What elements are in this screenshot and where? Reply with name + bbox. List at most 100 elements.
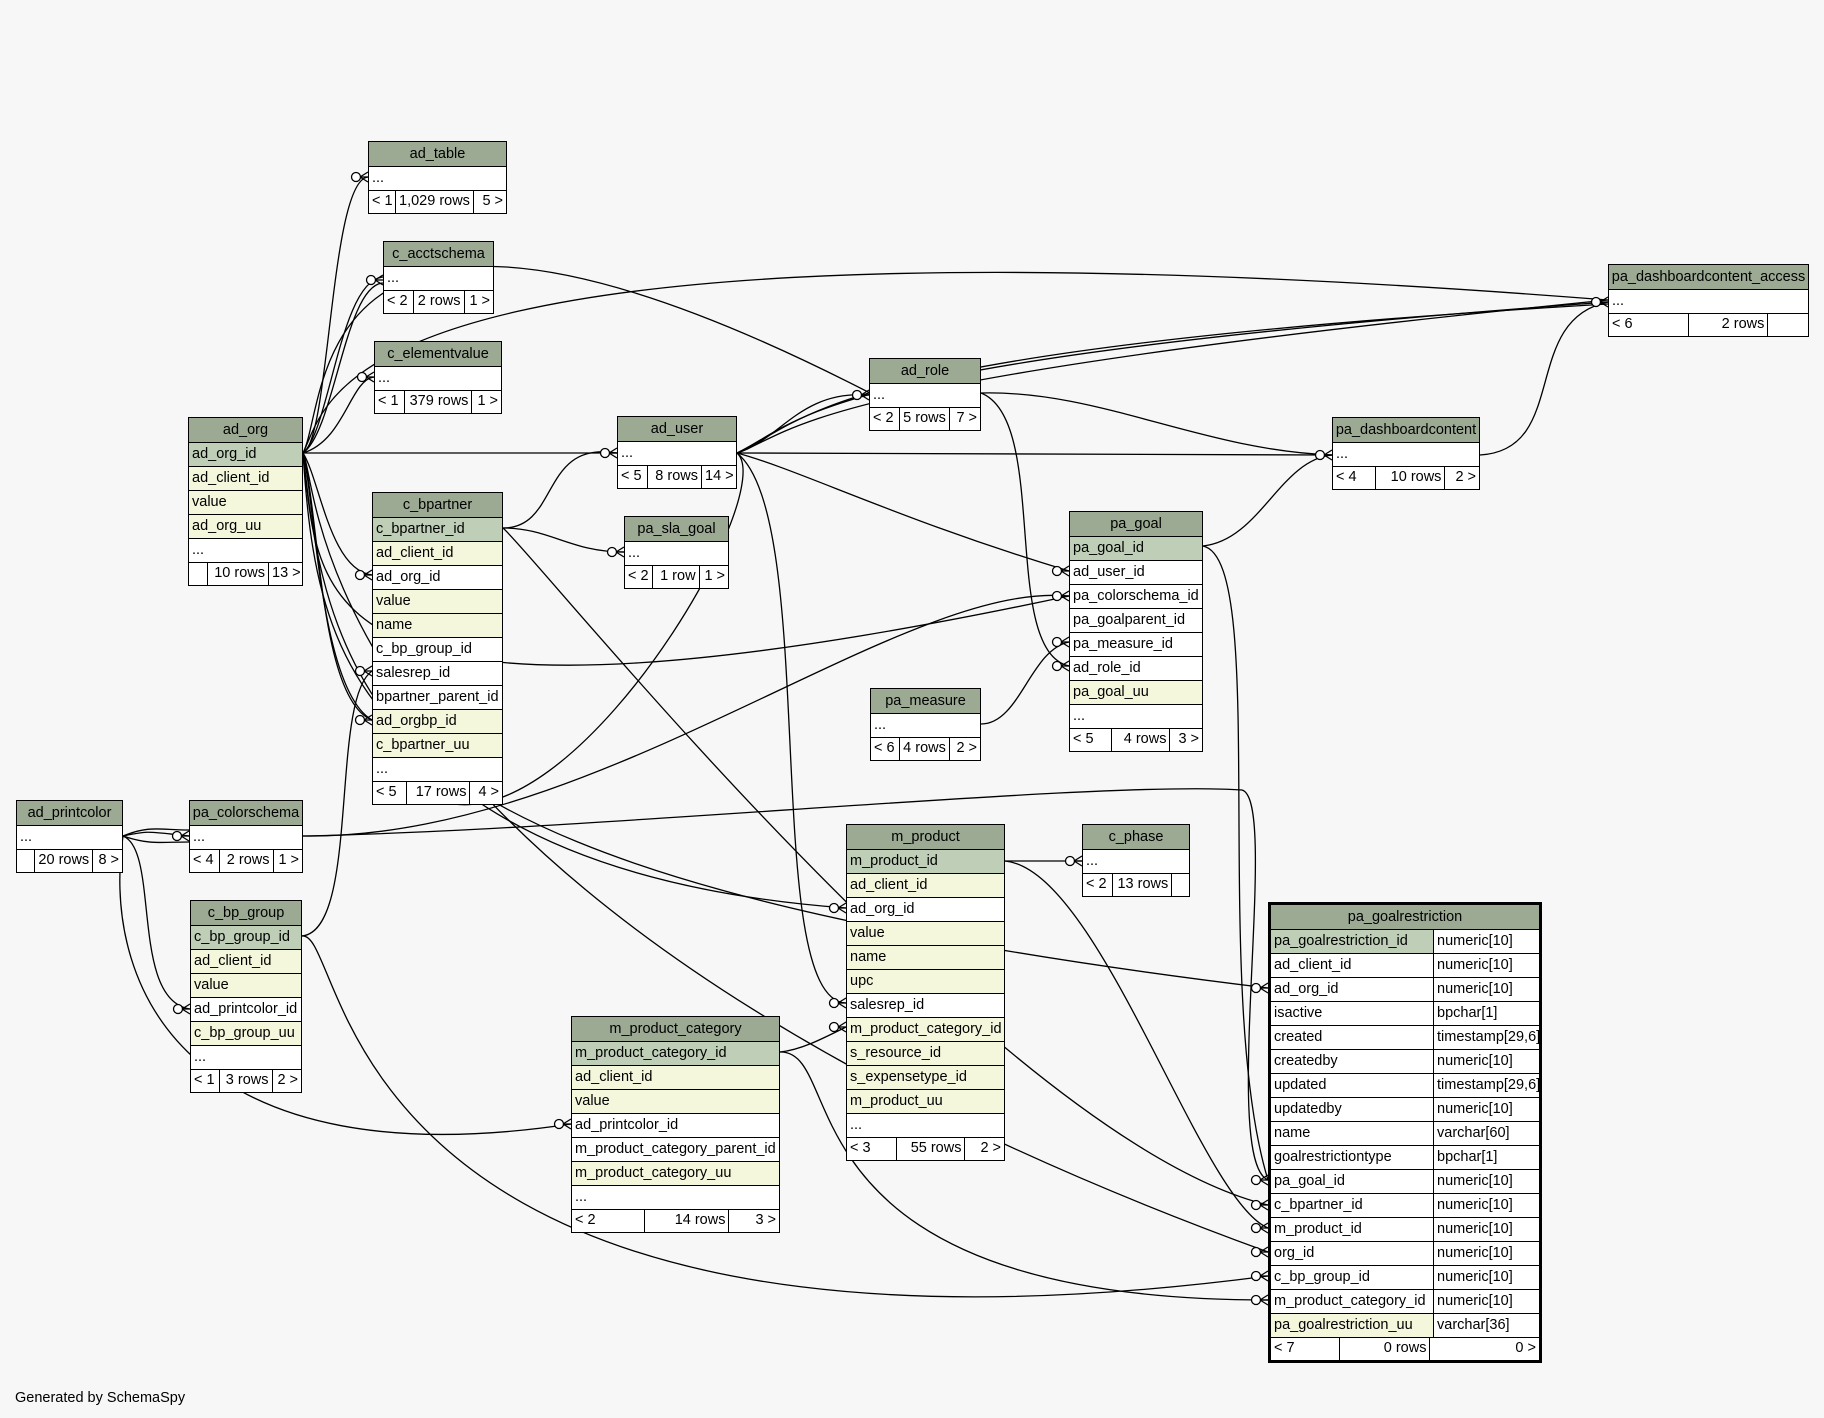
- table-header: c_elementvalue: [375, 342, 501, 367]
- column-name: m_product_id: [847, 850, 1004, 873]
- column-name: pa_goalparent_id: [1070, 609, 1202, 632]
- crows-foot-marker-21: [553, 1118, 572, 1130]
- column-name: pa_goalrestriction_uu: [1271, 1314, 1433, 1337]
- column-name: ad_user_id: [1070, 561, 1202, 584]
- crows-foot-marker-16: [172, 1003, 191, 1015]
- children-link[interactable]: 3 >: [728, 1210, 779, 1232]
- parents-link[interactable]: < 3: [850, 1140, 871, 1156]
- column-type: numeric[10]: [1433, 1098, 1539, 1121]
- column-type: bpchar[1]: [1433, 1002, 1539, 1025]
- parents-link[interactable]: < 2: [1086, 876, 1107, 892]
- children-link[interactable]: 1 >: [463, 291, 494, 313]
- parents-link[interactable]: < 2: [628, 568, 649, 584]
- parents-link[interactable]: < 5: [621, 468, 642, 484]
- column-row: m_product_uu: [847, 1090, 1004, 1114]
- column-type: bpchar[1]: [1433, 1146, 1539, 1169]
- column-name: ...: [871, 714, 980, 737]
- row-count: 13 rows: [1112, 874, 1171, 896]
- parents-link[interactable]: < 7: [1274, 1340, 1295, 1356]
- parents-link[interactable]: < 1: [372, 193, 393, 209]
- column-name: ...: [625, 542, 728, 565]
- row-count: 17 rows: [405, 782, 470, 804]
- children-link[interactable]: 1 >: [471, 391, 501, 413]
- children-link[interactable]: 2 >: [964, 1138, 1004, 1160]
- children-link[interactable]: 0 >: [1429, 1338, 1539, 1360]
- parents-link[interactable]: < 2: [575, 1212, 596, 1228]
- column-row: ad_org_id: [847, 898, 1004, 922]
- column-name: value: [189, 491, 302, 514]
- children-link[interactable]: 13 >: [268, 563, 302, 585]
- column-name: c_bp_group_id: [191, 926, 301, 949]
- crows-foot-marker-5: [354, 714, 373, 726]
- parents-link[interactable]: < 2: [387, 293, 408, 309]
- crows-foot-marker-29: [354, 665, 373, 677]
- parents-link[interactable]: [17, 850, 34, 872]
- more-columns-row: ...: [847, 1114, 1004, 1138]
- column-row: value: [191, 974, 301, 998]
- children-link[interactable]: 5 >: [472, 191, 506, 213]
- children-link[interactable]: 3 >: [1169, 729, 1202, 751]
- column-name: ...: [191, 1046, 301, 1069]
- more-columns-row: ...: [384, 267, 493, 291]
- children-link[interactable]: 8 >: [92, 850, 122, 872]
- parents-link[interactable]: < 1: [378, 393, 399, 409]
- children-link[interactable]: 4 >: [469, 782, 502, 804]
- children-link[interactable]: [1171, 874, 1189, 896]
- parents-link[interactable]: < 5: [376, 784, 397, 800]
- parents-link[interactable]: < 4: [193, 852, 214, 868]
- children-link[interactable]: 2 >: [1444, 467, 1479, 489]
- parents-link[interactable]: < 5: [1073, 731, 1094, 747]
- crows-foot-marker-9: [1590, 296, 1609, 308]
- crows-foot-marker-24: [1250, 1199, 1269, 1211]
- parents-link[interactable]: < 1: [194, 1072, 215, 1088]
- parents-link[interactable]: < 6: [1612, 316, 1633, 332]
- parents-link[interactable]: < 4: [1336, 469, 1357, 485]
- children-link[interactable]: 2 >: [271, 1070, 302, 1092]
- crows-foot-marker-11: [1051, 565, 1070, 577]
- crows-foot-marker-12: [1051, 590, 1070, 602]
- children-link[interactable]: 14 >: [701, 466, 736, 488]
- parents-link[interactable]: [189, 563, 207, 585]
- relationship-line-6: [302, 452, 373, 721]
- children-link[interactable]: 7 >: [948, 408, 980, 430]
- column-name: updatedby: [1271, 1098, 1433, 1121]
- children-link[interactable]: [1767, 314, 1808, 336]
- column-name: c_bpartner_id: [1271, 1194, 1433, 1217]
- parents-link[interactable]: < 2: [873, 410, 894, 426]
- parents-link[interactable]: < 6: [874, 740, 895, 756]
- children-link[interactable]: 1 >: [272, 850, 303, 872]
- crows-foot-marker-13: [1051, 636, 1070, 648]
- children-link[interactable]: 1 >: [698, 566, 728, 588]
- column-row: ad_client_id: [191, 950, 301, 974]
- column-name: m_product_category_id: [847, 1018, 1004, 1041]
- column-row: m_product_category_id: [572, 1042, 779, 1066]
- children-link[interactable]: 2 >: [948, 738, 980, 760]
- column-type: varchar[60]: [1433, 1122, 1539, 1145]
- relationship-line-5: [302, 452, 373, 576]
